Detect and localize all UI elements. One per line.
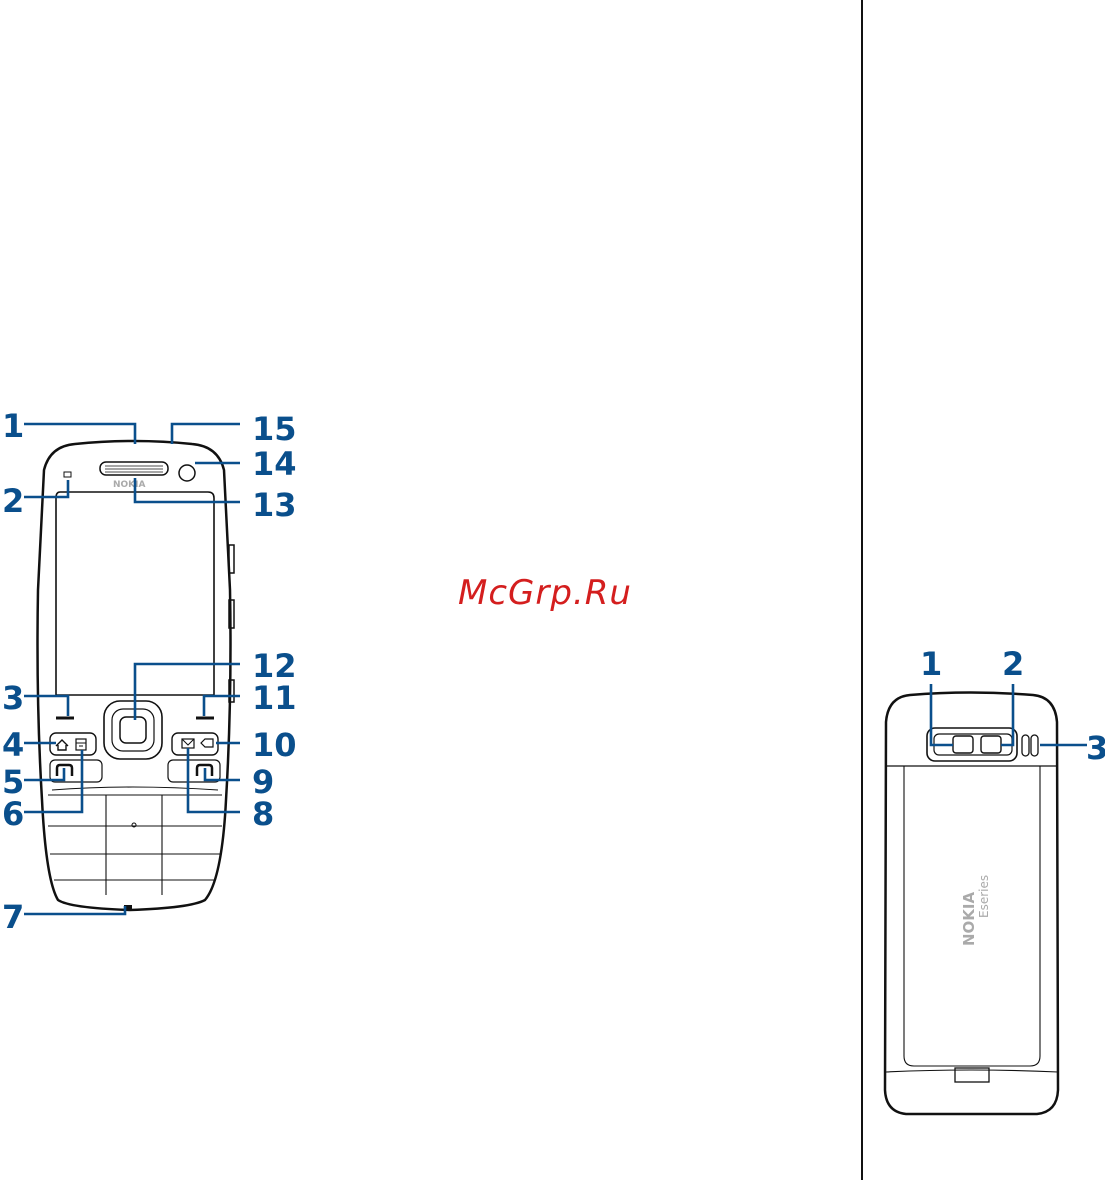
callout-1: 1: [2, 407, 24, 445]
voice-side-key: [229, 680, 234, 702]
back-brand-logo: NOKIA: [960, 891, 978, 946]
home-calendar-keys: [50, 733, 96, 755]
keypad: [48, 787, 222, 895]
secondary-camera: [179, 465, 195, 481]
navi-key-outer: [104, 701, 162, 759]
email-clear-keys: [172, 733, 218, 755]
volume-up-side-key: [229, 545, 234, 573]
loudspeaker-slot: [1022, 735, 1029, 756]
callout-7: 7: [2, 898, 24, 936]
calendar-icon: [76, 739, 86, 750]
callout-13: 13: [252, 486, 297, 524]
callout-15: 15: [252, 410, 297, 448]
callout-2: 2: [2, 482, 24, 520]
camera-flash: [981, 736, 1001, 753]
callout-3: 3: [2, 679, 24, 717]
callout-10: 10: [252, 726, 297, 764]
back-callout-2: 2: [1002, 645, 1024, 683]
front-brand-logo: NOKIA: [113, 480, 146, 490]
clear-icon: [201, 739, 213, 747]
navi-key-select: [120, 717, 146, 743]
callout-6: 6: [2, 795, 24, 833]
camera-lens: [953, 736, 973, 753]
back-callout-1: 1: [920, 645, 942, 683]
callout-14: 14: [252, 445, 297, 483]
home-icon: [56, 740, 68, 750]
callout-9: 9: [252, 763, 274, 801]
callout-4: 4: [2, 726, 24, 764]
loudspeaker-slot: [1031, 735, 1038, 756]
earpiece: [100, 462, 168, 475]
back-phone: NOKIA Eseries: [885, 693, 1058, 1115]
callout-12: 12: [252, 647, 297, 685]
series-logo: Eseries: [977, 875, 991, 918]
watermark: McGrp.Ru: [458, 573, 632, 613]
back-callout-3: 3: [1086, 729, 1105, 767]
light-sensor: [64, 472, 71, 477]
